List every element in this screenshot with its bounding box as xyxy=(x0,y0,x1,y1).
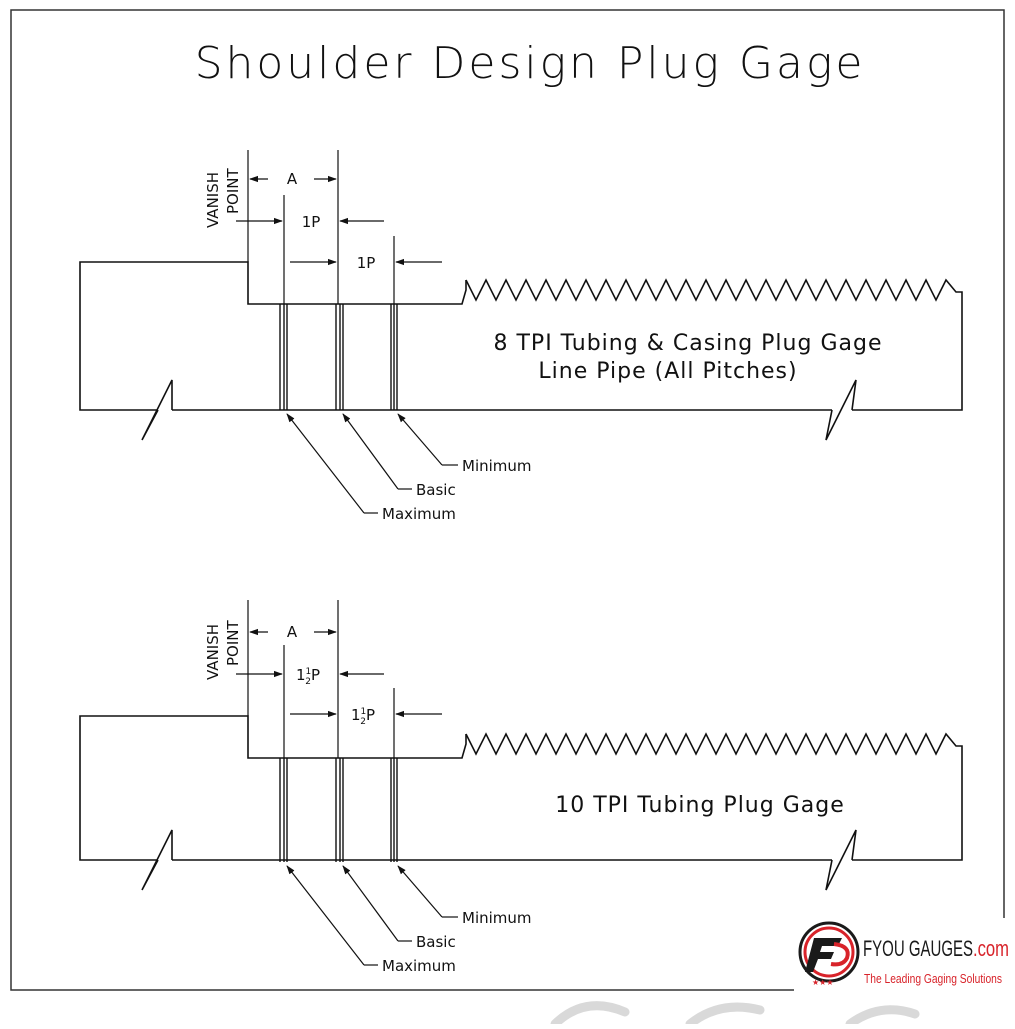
thread-profile xyxy=(465,732,963,861)
vanish-point-label: VANISH xyxy=(204,624,222,680)
break-symbol-right xyxy=(825,379,857,441)
diagram-10tpi xyxy=(79,600,963,966)
minimum-label: Minimum xyxy=(462,457,532,475)
dimension-a-label: A xyxy=(287,170,298,188)
gage-caption: 10 TPI Tubing Plug Gage xyxy=(555,793,845,818)
vanish-point-label-2: POINT xyxy=(224,168,242,214)
gage-body-outline xyxy=(79,715,467,861)
logo-tagline: The Leading Gaging Solutions xyxy=(864,971,1002,986)
logo-brand-text: FYOU GAUGES.com xyxy=(863,936,1009,961)
drawing-border xyxy=(10,9,1005,991)
gage-caption: 8 TPI Tubing & Casing Plug Gage xyxy=(494,331,883,356)
break-symbol-left xyxy=(141,379,173,441)
step-lines xyxy=(279,758,398,862)
vanish-point-label: VANISH xyxy=(204,172,222,228)
basic-label: Basic xyxy=(416,933,456,951)
diagram-8tpi xyxy=(79,150,963,514)
dimension-arrows xyxy=(236,175,442,266)
gage-caption-2: Line Pipe (All Pitches) xyxy=(538,359,797,384)
watermark xyxy=(550,1001,920,1029)
svg-text:★★★: ★★★ xyxy=(812,978,834,987)
dimension-1p-label: 1P xyxy=(302,213,321,231)
fyou-gauges-logo[interactable]: ★★★ FYOU GAUGES.com The Leading Gaging S… xyxy=(794,918,1014,994)
thread-profile xyxy=(465,278,963,411)
extension-lines xyxy=(247,600,395,758)
dimension-arrows xyxy=(236,628,442,718)
maximum-label: Maximum xyxy=(382,505,456,523)
dimension-1p-label-2: 1P xyxy=(357,254,376,272)
logo-emblem-icon: ★★★ xyxy=(798,921,860,987)
break-symbol-left xyxy=(141,829,173,891)
step-lines xyxy=(279,304,398,410)
leader-lines xyxy=(286,413,458,514)
basic-label: Basic xyxy=(416,481,456,499)
extension-lines xyxy=(247,150,395,304)
drawing-title: Shoulder Design Plug Gage xyxy=(195,38,866,89)
dimension-a-label: A xyxy=(287,623,298,641)
gage-body-outline xyxy=(79,261,467,411)
maximum-label: Maximum xyxy=(382,957,456,975)
leader-lines xyxy=(286,865,458,966)
minimum-label: Minimum xyxy=(462,909,532,927)
break-symbol-right xyxy=(825,829,857,891)
vanish-point-label-2: POINT xyxy=(224,620,242,666)
